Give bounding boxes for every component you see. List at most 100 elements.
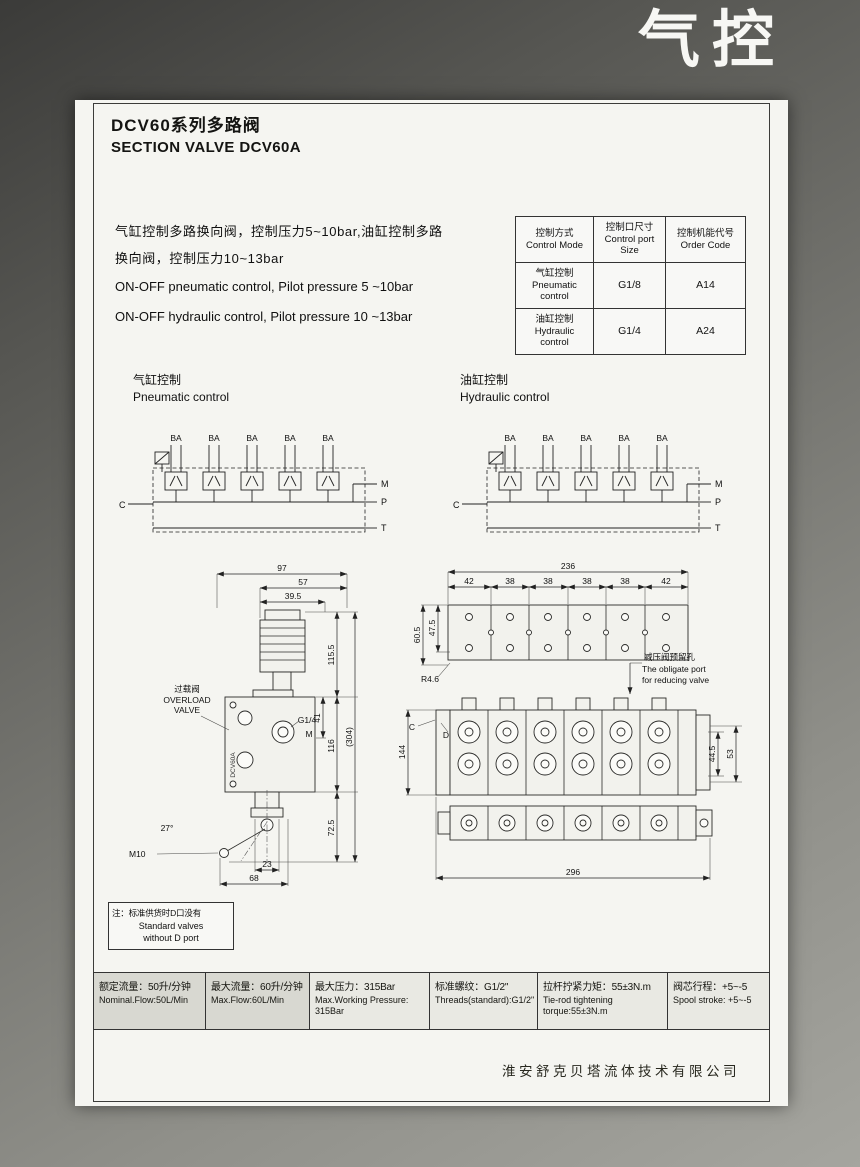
svg-text:for reducing valve: for reducing valve: [642, 675, 709, 685]
page-title-en: SECTION VALVE DCV60A: [111, 139, 301, 156]
spec-nominal-flow: 额定流量：50升/分钟 Nominal.Flow:50L/Min: [94, 973, 206, 1029]
dimension-drawing-top-front-view: 236 42 38 38 38 38 42 47.5 60.5 R4.6: [397, 561, 742, 881]
pneumatic-circuit-diagram: BA BA BA BA BA C M P T: [119, 433, 389, 533]
svg-text:BA: BA: [322, 433, 334, 443]
company-name: 淮安舒克贝塔流体技术有限公司: [502, 1064, 740, 1079]
svg-text:42: 42: [661, 576, 671, 586]
valve-front-view-geometry: [435, 697, 711, 796]
svg-text:BA: BA: [580, 433, 592, 443]
spec-threads: 标准螺纹：G1/2" Threads(standard):G1/2": [430, 973, 538, 1029]
svg-text:BA: BA: [284, 433, 296, 443]
svg-text:38: 38: [505, 576, 515, 586]
svg-text:BA: BA: [246, 433, 258, 443]
title-block: DCV60系列多路阀 SECTION VALVE DCV60A: [111, 111, 301, 156]
valve-bottom-row-geometry: [437, 805, 713, 841]
svg-text:T: T: [381, 523, 387, 533]
svg-text:53: 53: [725, 749, 735, 759]
svg-text:BA: BA: [208, 433, 220, 443]
content-frame: [93, 103, 770, 1102]
svg-text:38: 38: [582, 576, 592, 586]
valve-sections: [164, 445, 340, 502]
svg-text:P: P: [381, 497, 387, 507]
spec-tightening-torque: 拉杆拧紧力矩：55±3N.m Tie-rod tightening torque…: [538, 973, 668, 1029]
svg-text:R4.6: R4.6: [421, 674, 439, 684]
note-line3: without D port: [143, 933, 199, 943]
svg-text:BA: BA: [618, 433, 630, 443]
svg-text:M: M: [305, 729, 312, 739]
cell-code-a14: A14: [665, 262, 746, 309]
svg-text:BA: BA: [656, 433, 668, 443]
description-block: 气缸控制多路换向阀，控制压力5~10bar,油缸控制多路 换向阀，控制压力10~…: [115, 218, 443, 332]
side-view-labels: 过载阀 OVERLOAD VALVE G1/4 M 27° M10 DCV60A: [129, 684, 316, 859]
valve-sections: [498, 445, 674, 502]
description-cn-line1: 气缸控制多路换向阀，控制压力5~10bar,油缸控制多路: [115, 224, 443, 239]
svg-text:115.5: 115.5: [326, 644, 336, 665]
svg-text:M: M: [381, 479, 389, 489]
svg-text:G1/4: G1/4: [298, 715, 317, 725]
svg-text:C: C: [453, 500, 460, 510]
svg-text:38: 38: [543, 576, 553, 586]
svg-text:DCV60A: DCV60A: [230, 752, 237, 778]
side-view-dimensions: 97 57 39.5 115.5 41 116 (304) 72.5 23: [216, 563, 358, 887]
valve-top-view-geometry: [447, 604, 689, 661]
svg-text:68: 68: [249, 873, 259, 883]
svg-text:57: 57: [298, 577, 308, 587]
svg-text:72.5: 72.5: [326, 819, 336, 836]
hydraulic-circuit-diagram: BA BA BA BA BA C M P T: [453, 433, 723, 533]
svg-text:44.5: 44.5: [707, 745, 717, 762]
spec-max-flow: 最大流量：60升/分钟 Max.Flow:60L/Min: [206, 973, 310, 1029]
svg-text:27°: 27°: [161, 823, 174, 833]
cell-port-g18: G1/8: [593, 262, 666, 309]
page-title-cn: DCV60系列多路阀: [111, 116, 261, 135]
dimension-drawing-side-view: 97 57 39.5 115.5 41 116 (304) 72.5 23: [129, 563, 358, 887]
valve-side-view-geometry: [219, 609, 316, 863]
description-en-line1: ON-OFF pneumatic control, Pilot pressure…: [115, 279, 414, 294]
spec-spool-stroke: 阀芯行程：+5~-5 Spool stroke: +5~-5: [673, 982, 752, 1005]
description-cn-line2: 换向阀，控制压力10~13bar: [115, 251, 284, 266]
svg-text:BA: BA: [170, 433, 182, 443]
svg-text:97: 97: [277, 563, 287, 573]
svg-text:M: M: [715, 479, 723, 489]
note-line1: 注：标准供货时D口没有: [112, 908, 201, 918]
svg-text:236: 236: [561, 561, 575, 571]
svg-text:47.5: 47.5: [427, 619, 437, 636]
top-front-view-dimensions: 236 42 38 38 38 38 42 47.5 60.5 R4.6: [397, 561, 742, 881]
svg-text:42: 42: [464, 576, 474, 586]
specs-footer-table: 额定流量：50升/分钟 Nominal.Flow:50L/Min 最大流量：60…: [93, 972, 770, 1030]
datasheet-page: DCV60系列多路阀 SECTION VALVE DCV60A 气缸控制多路换向…: [75, 100, 788, 1106]
svg-text:41: 41: [312, 713, 322, 723]
circuit-envelope: [128, 451, 377, 533]
svg-text:D: D: [443, 730, 449, 740]
svg-text:过载阀: 过载阀: [174, 684, 200, 694]
svg-text:减压阀预留孔: 减压阀预留孔: [644, 652, 696, 662]
circuit-envelope: [462, 451, 711, 533]
svg-text:OVERLOAD: OVERLOAD: [163, 695, 210, 705]
svg-text:296: 296: [566, 867, 580, 877]
note-box: 注：标准供货时D口没有 Standard valves without D po…: [108, 902, 234, 950]
svg-text:38: 38: [620, 576, 630, 586]
circuit-port-labels: BA BA BA BA BA C M P T: [119, 433, 389, 533]
svg-text:BA: BA: [504, 433, 516, 443]
svg-text:C: C: [409, 722, 415, 732]
svg-text:144: 144: [397, 745, 407, 759]
svg-text:P: P: [715, 497, 721, 507]
svg-text:116: 116: [326, 739, 336, 753]
top-front-view-labels: C D 减压阀预留孔 The obligate port for reducin…: [409, 652, 709, 740]
corner-title: 气控: [637, 7, 786, 75]
description-en-line2: ON-OFF hydraulic control, Pilot pressure…: [115, 309, 413, 324]
svg-text:C: C: [119, 500, 126, 510]
cell-code-a24: A24: [665, 308, 746, 355]
cell-port-g14: G1/4: [593, 308, 666, 355]
svg-text:60.5: 60.5: [412, 626, 422, 643]
